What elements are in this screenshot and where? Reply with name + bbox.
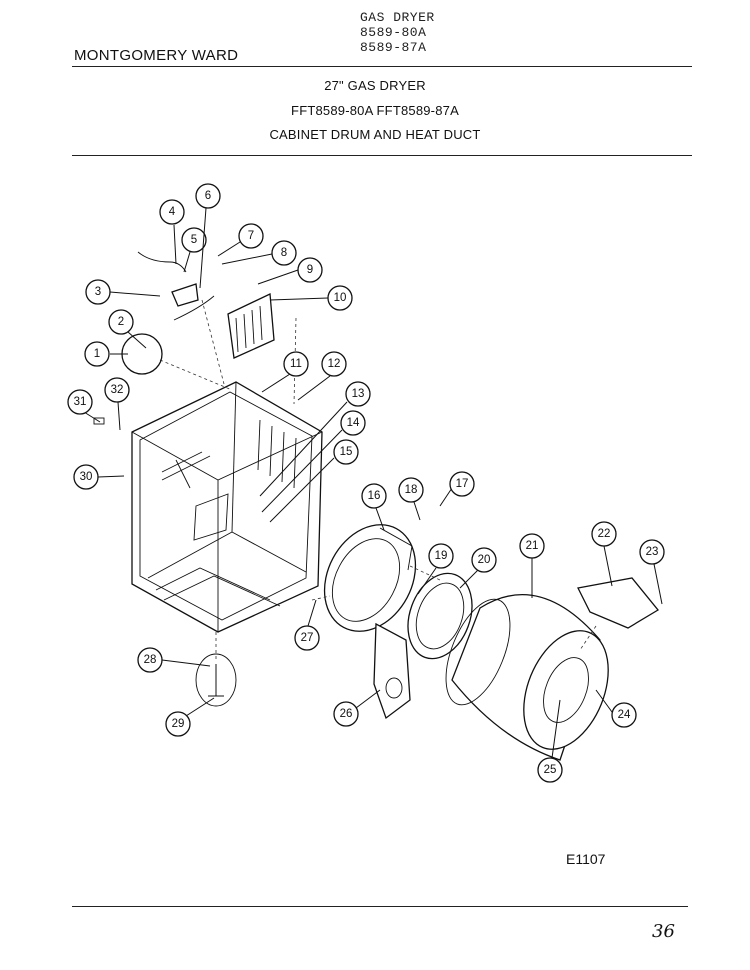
- callout-5: 5: [191, 234, 197, 246]
- callout-23: 23: [646, 546, 659, 558]
- callout-17: 17: [456, 478, 469, 490]
- callout-22: 22: [598, 528, 611, 540]
- title-line-3: CABINET DRUM AND HEAT DUCT: [269, 127, 481, 142]
- callout-15: 15: [340, 446, 353, 458]
- callout-19: 19: [435, 550, 448, 562]
- switch-harness: [173, 295, 215, 321]
- callout-3: 3: [95, 286, 101, 298]
- callout-4: 4: [169, 206, 176, 218]
- callout-12: 12: [328, 358, 341, 370]
- callouts: 1 2 3 4 5 6 7 8 9 10 11 12 13 14 15 16: [67, 183, 665, 783]
- callout-29: 29: [172, 718, 185, 730]
- wire-harness: [137, 251, 187, 273]
- callout-9: 9: [307, 264, 313, 276]
- callout-11: 11: [290, 358, 302, 370]
- callout-18: 18: [405, 484, 418, 496]
- callout-14: 14: [347, 417, 360, 429]
- callout-21: 21: [526, 540, 539, 552]
- brand-name: MONTGOMERY WARD: [74, 47, 239, 64]
- callout-20: 20: [478, 554, 491, 566]
- drum: [445, 594, 609, 761]
- footer-rule: [72, 906, 688, 907]
- callout-13: 13: [352, 388, 365, 400]
- drum-baffle: [577, 577, 659, 629]
- callout-26: 26: [340, 708, 353, 720]
- product-line-2: 8589-80A: [360, 25, 427, 40]
- title-line-2: FFT8589-80A FFT8589-87A: [291, 103, 459, 118]
- title-rule: [72, 155, 692, 156]
- heat-duct: [373, 622, 411, 720]
- callout-24: 24: [618, 709, 631, 721]
- page-mark: 36: [652, 921, 675, 942]
- callout-8: 8: [281, 247, 287, 259]
- product-line-1: GAS DRYER: [360, 10, 435, 25]
- callout-25: 25: [544, 764, 557, 776]
- product-line-3: 8589-87A: [360, 40, 427, 55]
- diagram-code: E1107: [566, 851, 606, 867]
- callout-10: 10: [334, 292, 347, 304]
- callout-30: 30: [80, 471, 93, 483]
- callout-27: 27: [301, 632, 314, 644]
- product-header: GAS DRYER 8589-80A 8589-87A: [360, 10, 435, 55]
- callout-31: 31: [74, 396, 87, 408]
- callout-7: 7: [248, 230, 254, 242]
- title-line-1: 27" GAS DRYER: [324, 78, 426, 93]
- callout-2: 2: [118, 316, 124, 328]
- lint-grille: [227, 293, 275, 359]
- switch-bracket: [171, 283, 199, 307]
- leveling-leg: [195, 653, 237, 707]
- header-rule: [72, 66, 692, 67]
- callout-1: 1: [94, 348, 100, 360]
- callout-32: 32: [111, 384, 124, 396]
- callout-6: 6: [205, 190, 211, 202]
- cabinet: [131, 381, 323, 633]
- callout-16: 16: [368, 490, 381, 502]
- front-bulkhead: [323, 524, 417, 632]
- callout-28: 28: [144, 654, 157, 666]
